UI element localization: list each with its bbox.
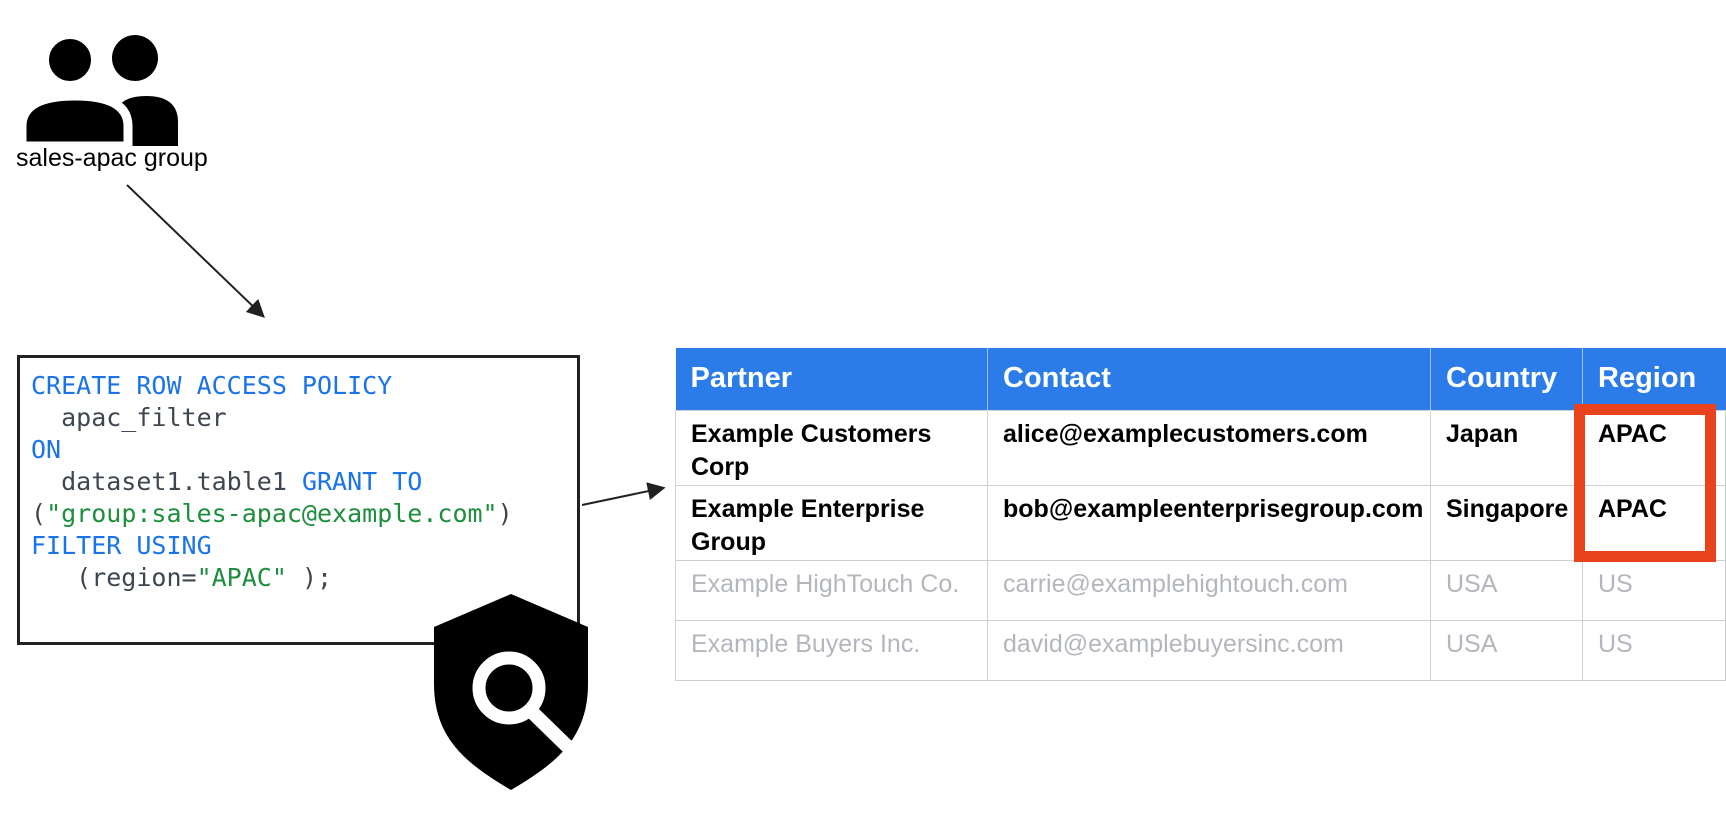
partner-cell: Example Enterprise Group — [675, 484, 988, 561]
code-token: ( — [31, 499, 47, 528]
code-token: apac_filter — [31, 403, 227, 432]
contact-cell: carrie@examplehightouch.com — [987, 559, 1431, 621]
arrow-policy-to-table — [581, 482, 666, 506]
contact-cell: david@examplebuyersinc.com — [987, 619, 1431, 681]
code-line: dataset1.table1 GRANT TO — [31, 466, 577, 498]
code-token: "group:sales-apac@example.com" — [46, 499, 498, 528]
country-cell: Singapore — [1430, 484, 1583, 561]
code-token: "APAC" — [196, 563, 287, 592]
group-label: sales-apac group — [16, 144, 208, 172]
code-token: (region= — [31, 563, 197, 592]
table-header-row: Partner Contact Country Region — [675, 348, 1726, 410]
code-line: (region="APAC" ); — [31, 562, 577, 594]
code-token: ); — [286, 563, 333, 592]
code-line: CREATE ROW ACCESS POLICY — [31, 370, 577, 402]
code-line: ON — [31, 434, 577, 466]
column-header-country: Country — [1430, 348, 1583, 410]
region-highlight-box — [1574, 404, 1716, 562]
country-cell: USA — [1430, 559, 1583, 621]
partner-cell: Example Customers Corp — [675, 409, 988, 486]
contact-cell: bob@exampleenterprisegroup.com — [987, 484, 1431, 561]
code-token: CREATE ROW ACCESS POLICY — [31, 371, 393, 400]
code-token: GRANT TO — [301, 467, 423, 496]
column-header-region: Region — [1582, 348, 1726, 410]
region-cell: APAC — [1582, 484, 1726, 561]
region-cell: US — [1582, 619, 1726, 681]
partner-cell: Example Buyers Inc. — [675, 619, 988, 681]
country-cell: Japan — [1430, 409, 1583, 486]
partners-table: Partner Contact Country Region Example C… — [675, 348, 1726, 681]
table-row: Example Buyers Inc.david@examplebuyersin… — [675, 619, 1726, 681]
arrow-group-to-policy — [126, 184, 265, 318]
partners-table-wrap: Partner Contact Country Region Example C… — [675, 348, 1726, 681]
code-line: apac_filter — [31, 402, 577, 434]
contact-cell: alice@examplecustomers.com — [987, 409, 1431, 486]
region-cell: US — [1582, 559, 1726, 621]
partner-cell: Example HighTouch Co. — [675, 559, 988, 621]
code-line: FILTER USING — [31, 530, 577, 562]
security-shield-icon — [434, 594, 588, 790]
code-token: FILTER USING — [31, 531, 212, 560]
code-token: dataset1.table1 — [31, 467, 302, 496]
code-token: ) — [497, 499, 513, 528]
table-row: Example HighTouch Co.carrie@examplehight… — [675, 559, 1726, 621]
group-people-icon — [18, 33, 178, 148]
code-line: ("group:sales-apac@example.com") — [31, 498, 577, 530]
code-token: ON — [31, 435, 62, 464]
country-cell: USA — [1430, 619, 1583, 681]
column-header-partner: Partner — [675, 348, 988, 410]
column-header-contact: Contact — [987, 348, 1431, 410]
